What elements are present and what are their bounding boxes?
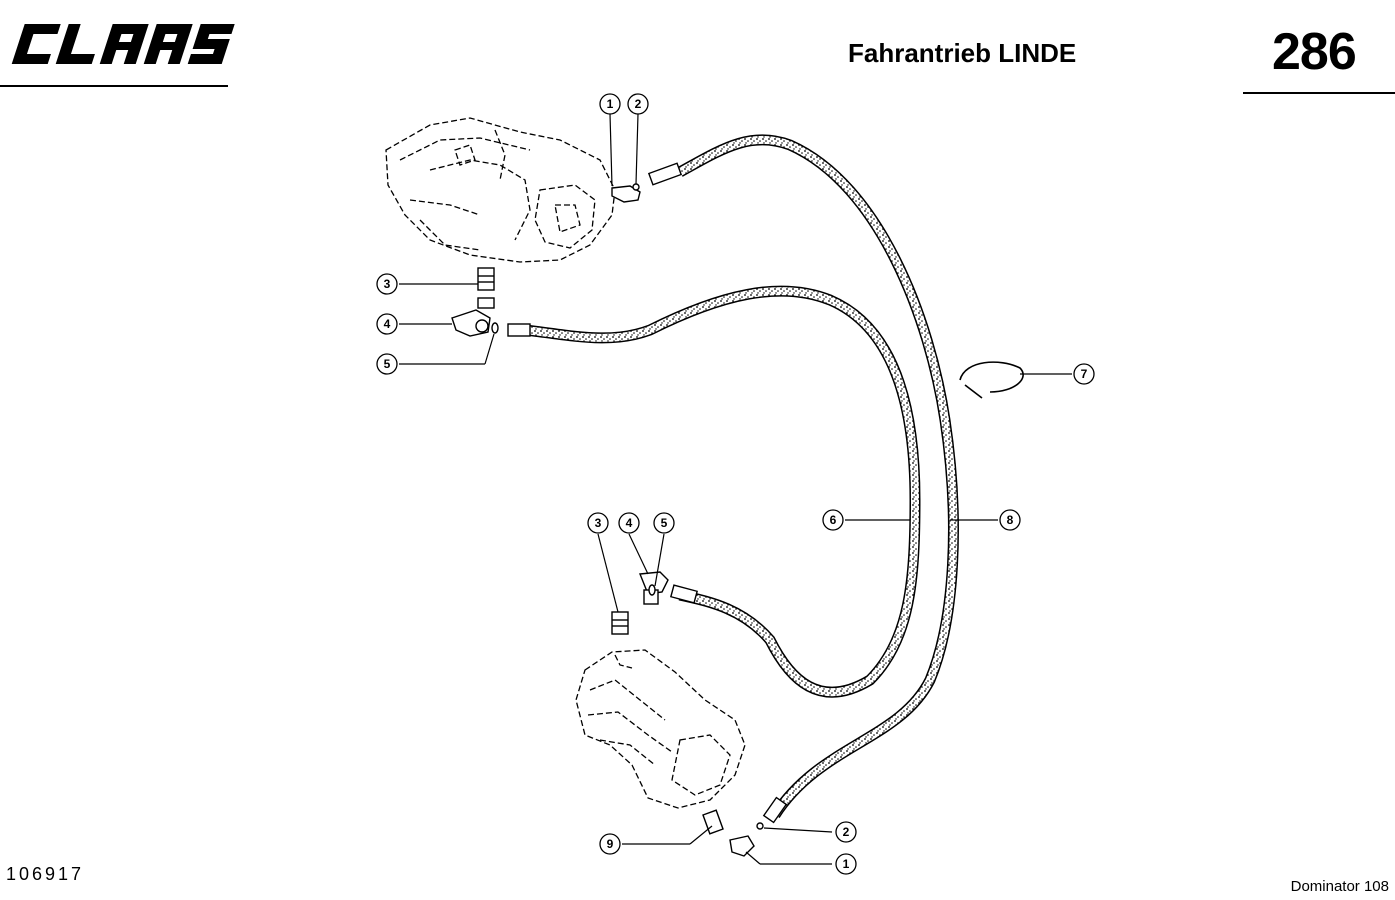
- svg-text:1: 1: [607, 97, 614, 111]
- elbow-fitting-top: [611, 183, 641, 203]
- svg-text:7: 7: [1081, 367, 1088, 381]
- svg-text:6: 6: [830, 513, 837, 527]
- motor-housing: [575, 649, 746, 809]
- svg-text:3: 3: [384, 277, 391, 291]
- svg-text:2: 2: [635, 97, 642, 111]
- header-rule-left: [0, 85, 228, 87]
- callout-9: 9: [599, 833, 621, 855]
- leader-lines: [399, 113, 1072, 865]
- hose-fittings: [507, 162, 788, 824]
- callout-1-top: 1: [599, 93, 621, 115]
- svg-text:8: 8: [1007, 513, 1014, 527]
- callout-4-left: 4: [376, 313, 398, 335]
- drawing-number: 106917: [6, 864, 85, 884]
- svg-text:2: 2: [843, 825, 850, 839]
- model-name: Dominator 108: [1290, 878, 1389, 895]
- callout-6: 6: [822, 509, 844, 531]
- fittings-bottom: [702, 809, 764, 857]
- pump-housing: [385, 117, 616, 263]
- fittings-left: [451, 267, 499, 337]
- svg-text:5: 5: [384, 357, 391, 371]
- callout-5-left: 5: [376, 353, 398, 375]
- page-title: Fahrantrieb LINDE: [848, 38, 1077, 68]
- callout-2-top: 2: [627, 93, 649, 115]
- hose-clip-7: [959, 361, 1024, 399]
- callout-1-bottom: 1: [835, 853, 857, 875]
- svg-text:1: 1: [843, 857, 850, 871]
- svg-text:3: 3: [595, 516, 602, 530]
- svg-text:4: 4: [384, 317, 391, 331]
- callout-5-mid: 5: [653, 512, 675, 534]
- svg-text:9: 9: [607, 837, 614, 851]
- svg-text:4: 4: [626, 516, 633, 530]
- hose-6: [524, 285, 921, 698]
- callout-2-bottom: 2: [835, 821, 857, 843]
- callout-4-mid: 4: [618, 512, 640, 534]
- header-rule-right: [1243, 92, 1395, 94]
- page-number: 286: [1272, 23, 1357, 81]
- claas-logo: [11, 24, 235, 64]
- svg-text:5: 5: [661, 516, 668, 530]
- fittings-mid: [611, 571, 669, 635]
- callout-8: 8: [999, 509, 1021, 531]
- hose-8: [677, 134, 959, 818]
- callout-7: 7: [1073, 363, 1095, 385]
- callout-3-mid: 3: [587, 512, 609, 534]
- callout-3-left: 3: [376, 273, 398, 295]
